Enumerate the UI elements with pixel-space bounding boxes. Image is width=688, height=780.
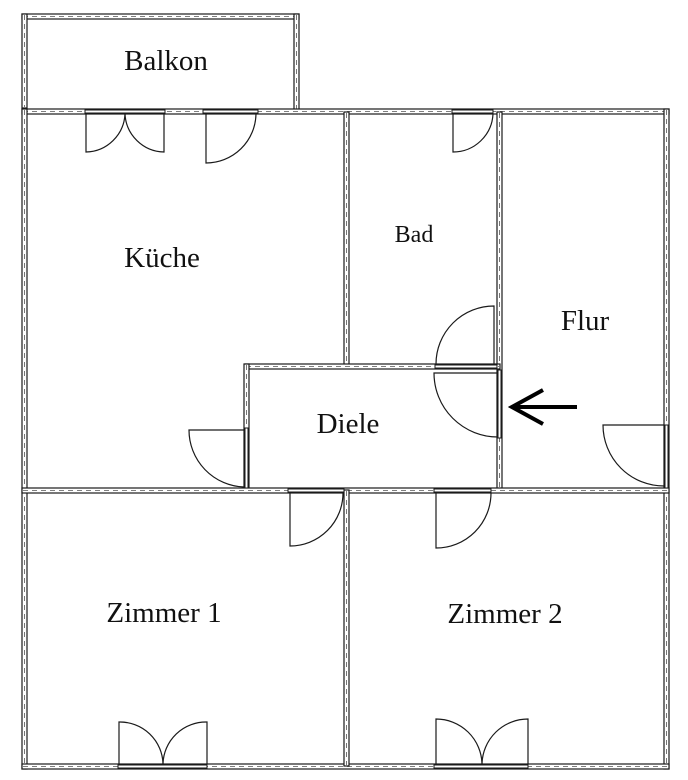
- door-swing: [481, 718, 529, 765]
- door-swing: [452, 113, 494, 153]
- door-swing: [124, 113, 165, 153]
- door-swing: [435, 305, 495, 365]
- room-label-flur: Flur: [561, 305, 610, 337]
- room-zimmer1[interactable]: Zimmer 1: [106, 597, 221, 629]
- door-opening: [202, 109, 259, 114]
- door-opening: [433, 488, 492, 493]
- room-label-zimmer2: Zimmer 2: [447, 598, 562, 630]
- door-opening: [244, 427, 249, 489]
- room-bad[interactable]: Bad: [395, 222, 434, 248]
- door-opening: [287, 488, 345, 493]
- door-opening: [84, 109, 166, 114]
- doors: [85, 113, 665, 765]
- room-zimmer2[interactable]: Zimmer 2: [447, 598, 562, 630]
- room-label-balkon: Balkon: [124, 45, 208, 77]
- door-swing: [435, 718, 483, 765]
- door-opening: [117, 764, 208, 769]
- room-kueche[interactable]: Küche: [124, 242, 200, 274]
- door-swing: [85, 113, 126, 153]
- door-swing: [188, 429, 245, 488]
- door-swing: [602, 424, 665, 487]
- door-swing: [435, 492, 492, 549]
- room-label-bad: Bad: [395, 222, 434, 248]
- room-diele[interactable]: Diele: [317, 408, 380, 440]
- room-label-diele: Diele: [317, 408, 380, 440]
- room-flur[interactable]: Flur: [561, 305, 610, 337]
- room-label-zimmer1: Zimmer 1: [106, 597, 221, 629]
- room-label-kueche: Küche: [124, 242, 200, 274]
- door-swing: [433, 372, 499, 438]
- walls: [21, 13, 670, 770]
- door-swing: [162, 721, 208, 765]
- room-balkon[interactable]: Balkon: [124, 45, 208, 77]
- door-opening: [664, 424, 669, 489]
- door-opening: [434, 364, 498, 369]
- door-opening: [433, 764, 529, 769]
- door-swing: [205, 113, 257, 164]
- door-swing: [118, 721, 164, 765]
- door-swing: [289, 492, 344, 547]
- arrow-left-icon: [507, 388, 577, 426]
- door-opening: [451, 109, 494, 114]
- door-opening: [497, 369, 502, 439]
